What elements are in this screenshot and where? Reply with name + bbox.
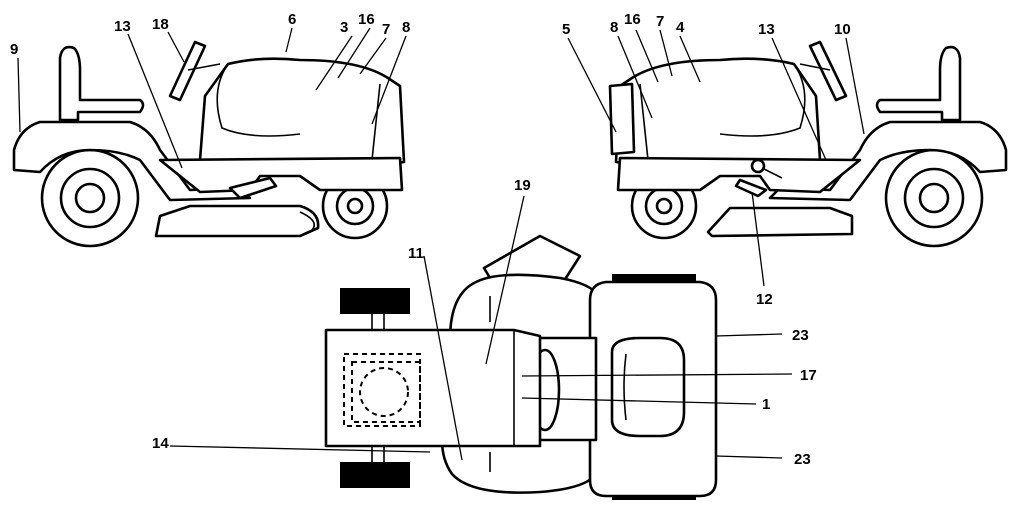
steering-wheel-left xyxy=(168,40,221,102)
callout-16-left: 16 xyxy=(358,11,375,28)
callout-13-right: 13 xyxy=(758,21,775,38)
callout-8-left: 8 xyxy=(402,19,410,36)
callout-7-right: 7 xyxy=(656,13,664,30)
leader-lines xyxy=(17,27,865,461)
hood-right xyxy=(614,57,822,166)
callout-6: 6 xyxy=(288,11,296,28)
callout-8-right: 8 xyxy=(610,19,618,36)
seat-right xyxy=(875,45,962,122)
right-side-view xyxy=(608,40,1008,248)
callout-9: 9 xyxy=(10,41,18,58)
mower-deck-right xyxy=(706,206,854,238)
seat xyxy=(58,45,145,122)
hood-top xyxy=(324,328,542,448)
callout-17: 17 xyxy=(800,367,817,384)
callout-16-right: 16 xyxy=(624,11,641,28)
callout-4: 4 xyxy=(676,19,685,36)
callout-5: 5 xyxy=(562,21,570,38)
rear-wheel-left xyxy=(40,148,140,248)
callout-12: 12 xyxy=(756,291,773,308)
front-tire-bottom xyxy=(340,462,410,488)
callout-19: 19 xyxy=(514,177,531,194)
mower-deck-left xyxy=(154,204,320,238)
callout-14: 14 xyxy=(152,435,169,452)
callout-18: 18 xyxy=(152,16,169,33)
rear-wheel-right xyxy=(884,148,984,248)
callout-10: 10 xyxy=(834,21,851,38)
left-side-view xyxy=(12,40,406,248)
top-view xyxy=(324,234,718,500)
engine-outline xyxy=(343,353,421,427)
hood xyxy=(198,57,406,166)
callout-3: 3 xyxy=(340,19,348,36)
callout-11: 11 xyxy=(408,245,424,262)
callouts: 9 13 18 6 3 16 7 8 5 8 16 7 4 13 10 12 1… xyxy=(10,11,851,468)
callout-13-left: 13 xyxy=(114,18,131,35)
seat-top xyxy=(610,336,686,438)
callout-23-bottom: 23 xyxy=(794,451,811,468)
callout-7-left: 7 xyxy=(382,21,390,38)
callout-1: 1 xyxy=(762,396,770,413)
front-tire-top xyxy=(340,288,410,314)
steering-wheel-right xyxy=(799,40,848,102)
callout-23-top: 23 xyxy=(792,327,809,344)
